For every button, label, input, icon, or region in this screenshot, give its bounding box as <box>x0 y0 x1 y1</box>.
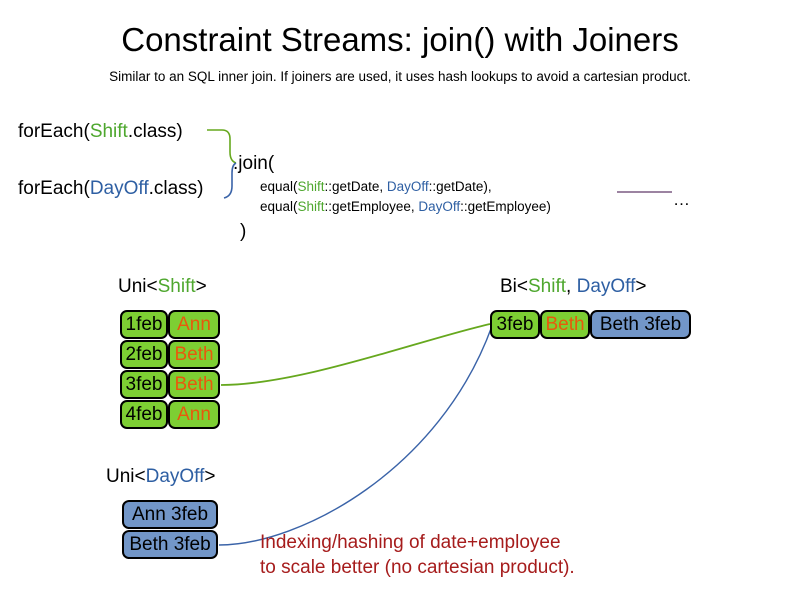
shift-row-date[interactable]: 1feb <box>120 310 168 339</box>
code-arg2-prefix: equal( <box>260 199 298 214</box>
code-foreach-shift-suffix: .class) <box>127 121 183 142</box>
code-foreach-dayoff-suffix: .class) <box>148 178 204 199</box>
bi-tuple-date[interactable]: 3feb <box>490 310 540 339</box>
connector-shift-to-join <box>207 129 237 164</box>
shift-row-date[interactable]: 4feb <box>120 400 168 429</box>
code-foreach-shift: forEach(Shift.class) <box>18 120 183 144</box>
connector-dayoff-row-to-bi <box>218 325 493 546</box>
code-arg1-right-method: ::getDate), <box>428 179 492 194</box>
code-joiner-equal-date: equal(Shift::getDate, DayOff::getDate), <box>260 178 492 195</box>
annotation-note: Indexing/hashing of date+employee to sca… <box>260 530 575 580</box>
code-arg2-right-type: DayOff <box>418 199 461 214</box>
code-join-close: ) <box>240 221 247 242</box>
code-arg1-prefix: equal( <box>260 179 298 194</box>
annotation-line-1: Indexing/hashing of date+employee <box>260 532 561 553</box>
shift-row-employee[interactable]: Ann <box>168 310 220 339</box>
label-uni-dayoff: Uni<DayOff> <box>106 465 216 489</box>
label-bi-type-shift: Shift <box>528 276 567 297</box>
connector-shift-row-to-bi <box>220 323 491 386</box>
label-bi-shift-dayoff: Bi<Shift, DayOff> <box>500 275 646 299</box>
code-arg1-left-method: ::getDate, <box>324 179 387 194</box>
page-title: Constraint Streams: join() with Joiners <box>121 21 679 58</box>
code-arg2-left-type: Shift <box>297 199 325 214</box>
label-uni-shift: Uni<Shift> <box>118 275 207 299</box>
label-uni-dayoff-prefix: Uni< <box>106 466 146 487</box>
shift-row-date[interactable]: 3feb <box>120 370 168 399</box>
shift-row-employee[interactable]: Ann <box>168 400 220 429</box>
code-arg1-left-type: Shift <box>297 179 325 194</box>
code-arg2-left-method: ::getEmployee, <box>324 199 419 214</box>
label-bi-separator: , <box>566 276 577 297</box>
code-type-shift: Shift <box>89 121 128 142</box>
code-join-open: .join( <box>233 153 275 174</box>
label-uni-dayoff-suffix: > <box>204 466 216 487</box>
label-uni-shift-prefix: Uni< <box>118 276 158 297</box>
code-arg2-right-method: ::getEmployee) <box>460 199 551 214</box>
page-subtitle: Similar to an SQL inner join. If joiners… <box>109 69 691 84</box>
label-uni-shift-suffix: > <box>195 276 207 297</box>
code-foreach-shift-prefix: forEach( <box>18 121 90 142</box>
shift-row-employee[interactable]: Beth <box>168 370 220 399</box>
label-bi-type-dayoff: DayOff <box>576 276 636 297</box>
code-type-dayoff: DayOff <box>89 178 149 199</box>
shift-row-date[interactable]: 2feb <box>120 340 168 369</box>
label-uni-shift-type: Shift <box>157 276 196 297</box>
bi-tuple-employee[interactable]: Beth <box>540 310 590 339</box>
shift-row-employee[interactable]: Beth <box>168 340 220 369</box>
code-arg1-right-type: DayOff <box>386 179 429 194</box>
bi-tuple-dayoff[interactable]: Beth 3feb <box>590 310 691 339</box>
ellipsis-text: … <box>673 190 690 209</box>
label-uni-dayoff-type: DayOff <box>145 466 205 487</box>
label-bi-prefix: Bi< <box>500 276 528 297</box>
dayoff-row[interactable]: Ann 3feb <box>122 500 218 529</box>
dayoff-row[interactable]: Beth 3feb <box>122 530 218 559</box>
code-joiner-equal-employee: equal(Shift::getEmployee, DayOff::getEmp… <box>260 198 551 215</box>
annotation-line-2: to scale better (no cartesian product). <box>260 557 575 578</box>
label-bi-suffix: > <box>635 276 647 297</box>
code-foreach-dayoff: forEach(DayOff.class) <box>18 177 204 201</box>
code-foreach-dayoff-prefix: forEach( <box>18 178 90 199</box>
